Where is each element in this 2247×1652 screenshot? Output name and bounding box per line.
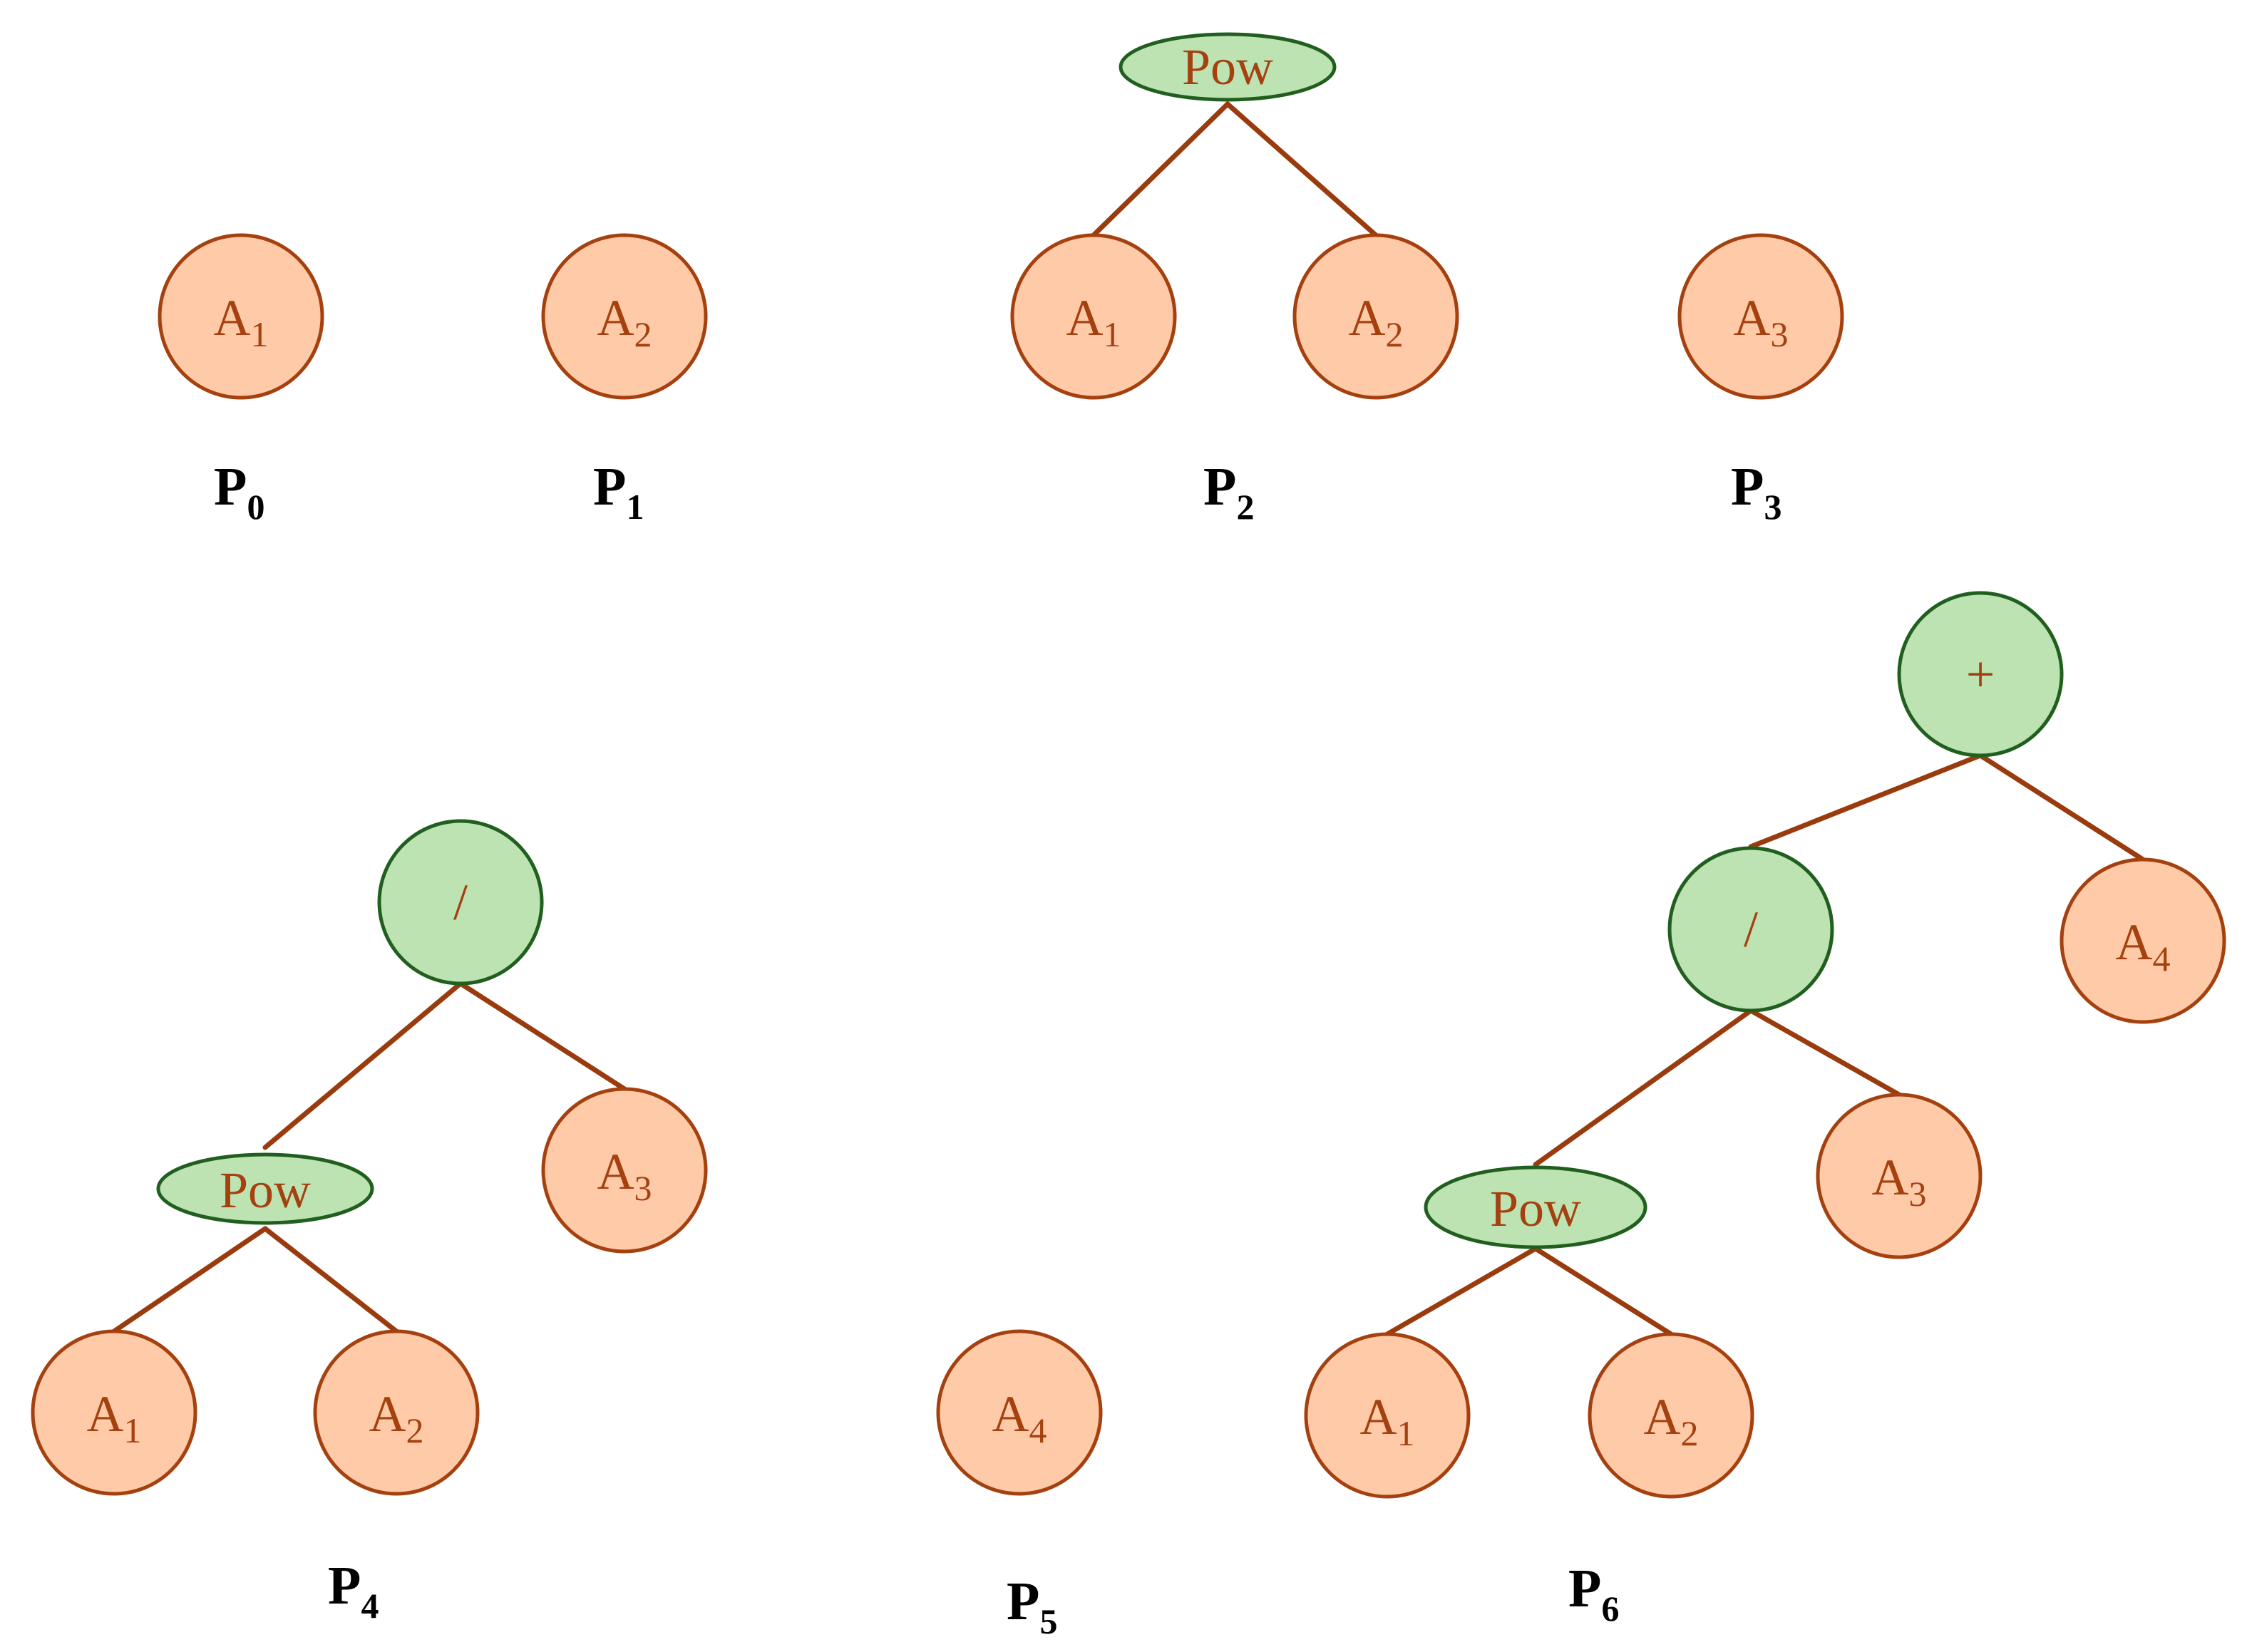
edges xyxy=(111,101,2146,1337)
tree-p5: A4 xyxy=(936,1329,1103,1496)
svg-text:A1: A1 xyxy=(1360,1388,1415,1453)
svg-text:A3: A3 xyxy=(1872,1149,1927,1214)
edge-p4-pow-a2 xyxy=(262,1226,399,1334)
node-subscript: 1 xyxy=(124,1410,142,1450)
leaf-node-a2: A2 xyxy=(1588,1332,1754,1499)
program-labels: P0 P1 P2 P3 P4 P5 P6 xyxy=(214,457,1781,1641)
op-node-pow: Pow xyxy=(1424,1165,1647,1249)
node-label: A xyxy=(1066,289,1104,346)
node-subscript: 4 xyxy=(2153,939,2171,979)
edge-p4-div-pow xyxy=(262,981,463,1150)
node-label: A xyxy=(1360,1388,1397,1445)
node-label: Pow xyxy=(220,1162,311,1219)
node-label: / xyxy=(1744,901,1758,958)
program-label-p2: P2 xyxy=(1203,457,1254,527)
program-label-p4: P4 xyxy=(328,1556,379,1626)
node-subscript: 2 xyxy=(1681,1413,1699,1453)
leaf-node-a2: A2 xyxy=(1292,233,1459,400)
tree-p6: + / A4 Pow A3 A1 A2 xyxy=(1304,591,2226,1499)
tree-p0: A1 xyxy=(158,233,324,400)
node-label: A xyxy=(597,289,634,346)
node-label: Pow xyxy=(1182,38,1273,95)
node-label: A xyxy=(992,1385,1029,1442)
svg-text:A2: A2 xyxy=(597,289,652,354)
op-node-pow: Pow xyxy=(156,1152,374,1225)
leaf-node-a3: A3 xyxy=(1816,1093,1983,1259)
leaf-node-a1: A1 xyxy=(1010,233,1177,400)
svg-text:A4: A4 xyxy=(992,1385,1047,1450)
svg-text:A1: A1 xyxy=(214,289,269,354)
leaf-node-a3: A3 xyxy=(541,1087,708,1254)
tree-p4: / Pow A3 A1 A2 xyxy=(31,819,708,1496)
svg-text:A3: A3 xyxy=(597,1143,652,1208)
edge-p6-pow-a1 xyxy=(1384,1246,1538,1337)
op-node-plus: + xyxy=(1897,591,2064,758)
node-label: / xyxy=(453,874,468,931)
node-label: A xyxy=(1644,1388,1681,1445)
node-subscript: 4 xyxy=(1029,1410,1047,1450)
program-label-p3: P3 xyxy=(1731,457,1781,527)
svg-text:A2: A2 xyxy=(1644,1388,1699,1453)
leaf-node-a4: A4 xyxy=(936,1329,1103,1496)
edge-p6-plus-div xyxy=(1748,753,1983,850)
node-label: A xyxy=(2116,914,2153,971)
svg-text:A3: A3 xyxy=(1734,289,1789,354)
svg-text:A2: A2 xyxy=(369,1385,424,1450)
leaf-node-a1: A1 xyxy=(1304,1332,1471,1499)
leaf-node-a3: A3 xyxy=(1677,233,1844,400)
node-label: A xyxy=(214,289,251,346)
node-label: A xyxy=(1734,289,1771,346)
node-label: + xyxy=(1966,646,1995,703)
svg-text:A1: A1 xyxy=(1066,289,1121,354)
node-subscript: 3 xyxy=(1909,1174,1927,1214)
edge-p6-div-a3 xyxy=(1748,1008,1902,1098)
node-subscript: 1 xyxy=(1104,314,1121,354)
node-label: Pow xyxy=(1490,1180,1581,1237)
svg-text:A1: A1 xyxy=(87,1385,142,1450)
edge-p2-pow-a1 xyxy=(1091,101,1230,238)
edge-p6-pow-a2 xyxy=(1533,1246,1674,1337)
op-node-divide: / xyxy=(377,819,544,986)
program-label-p5: P5 xyxy=(1007,1571,1057,1641)
op-node-pow: Pow xyxy=(1119,32,1337,102)
edge-p4-pow-a1 xyxy=(111,1226,268,1334)
node-subscript: 1 xyxy=(251,314,269,354)
node-subscript: 3 xyxy=(1771,314,1789,354)
node-label: A xyxy=(1872,1149,1909,1206)
edge-p6-div-pow xyxy=(1533,1008,1754,1167)
node-subscript: 1 xyxy=(1397,1413,1415,1453)
edge-p2-pow-a2 xyxy=(1225,101,1379,238)
node-subscript: 2 xyxy=(634,314,652,354)
program-label-p1: P1 xyxy=(593,457,644,527)
op-node-divide: / xyxy=(1667,846,1834,1013)
edge-p6-plus-a4 xyxy=(1978,753,2146,862)
svg-text:A4: A4 xyxy=(2116,914,2171,979)
leaf-node-a1: A1 xyxy=(31,1329,197,1496)
tree-p1: A2 xyxy=(541,233,708,400)
tree-p3: A3 xyxy=(1677,233,1844,400)
program-label-p6: P6 xyxy=(1568,1559,1619,1628)
node-label: A xyxy=(87,1385,124,1442)
edge-p4-div-a3 xyxy=(458,981,627,1092)
node-label: A xyxy=(597,1143,634,1200)
node-label: A xyxy=(369,1385,406,1442)
node-subscript: 2 xyxy=(406,1410,424,1450)
svg-text:A2: A2 xyxy=(1349,289,1404,354)
leaf-node-a1: A1 xyxy=(158,233,324,400)
node-subscript: 3 xyxy=(634,1168,652,1208)
tree-p2: Pow A1 A2 xyxy=(1010,32,1459,400)
program-label-p0: P0 xyxy=(214,457,264,527)
leaf-node-a2: A2 xyxy=(313,1329,480,1496)
node-label: A xyxy=(1349,289,1386,346)
leaf-node-a2: A2 xyxy=(541,233,708,400)
node-subscript: 2 xyxy=(1386,314,1404,354)
leaf-node-a4: A4 xyxy=(2060,857,2226,1024)
